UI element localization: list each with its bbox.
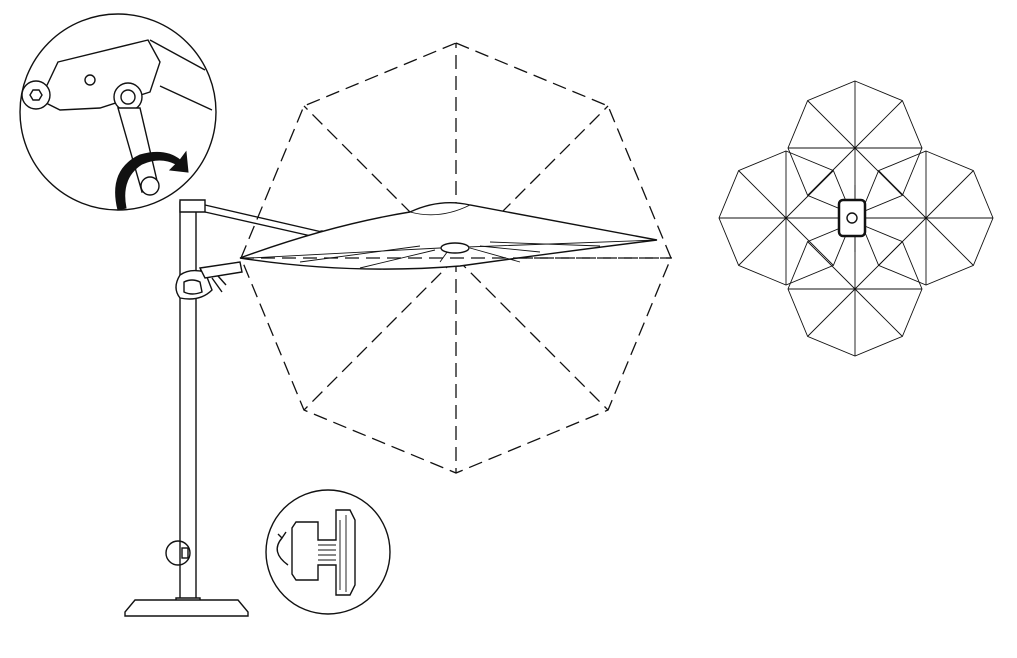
canopy-rib [455, 257, 609, 411]
rotate-arrow-icon [276, 531, 289, 566]
canopy-rib [807, 147, 856, 196]
top-view-rotation [718, 80, 994, 357]
canopy-rib [785, 217, 834, 266]
top-view-base [820, 185, 890, 252]
base-lock-detail [265, 489, 391, 615]
umbrella-base [124, 599, 249, 617]
umbrella-pole [175, 201, 201, 604]
canopy-rib [878, 170, 927, 219]
tilted-canopy [239, 202, 672, 270]
canopy-rib [807, 288, 856, 337]
handle-crank [175, 261, 243, 300]
pedal-knob [165, 540, 191, 566]
top-view-canopy [718, 150, 854, 286]
canopy-rib [303, 257, 457, 411]
canopy-rib [455, 105, 609, 259]
canopy-rib [854, 147, 903, 196]
canopy-rib [807, 241, 856, 290]
top-view-canopy [858, 150, 994, 286]
canopy-rib [785, 170, 834, 219]
canopy-rib [738, 170, 787, 219]
canopy-rib [854, 288, 903, 337]
canopy-rib [878, 217, 927, 266]
canopy-rib [738, 217, 787, 266]
canopy-rib [303, 105, 457, 259]
canopy-rib [925, 217, 974, 266]
tilt-mechanism-detail [19, 13, 217, 211]
canopy-rib [807, 100, 856, 149]
canopy-rib [854, 100, 903, 149]
rotate-arrow-icon [115, 150, 189, 211]
canopy-rib [925, 170, 974, 219]
